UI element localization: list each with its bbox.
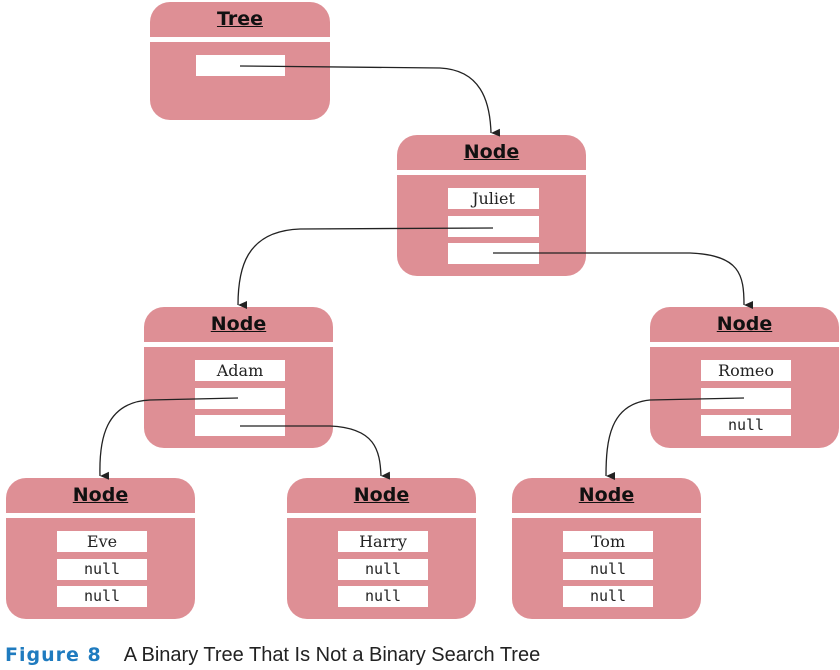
node-harry-right-null: null — [338, 586, 428, 607]
node-adam-right-field — [195, 415, 285, 436]
node-juliet-title: Node — [463, 141, 520, 163]
node-tom: Node Tom null null — [512, 478, 701, 619]
node-eve-left-null: null — [57, 559, 147, 580]
tree-root-field — [196, 55, 285, 76]
node-harry-data: Harry — [338, 531, 428, 552]
node-juliet-left-field — [448, 216, 539, 237]
node-tom-data: Tom — [563, 531, 653, 552]
node-romeo-right-null: null — [701, 415, 791, 436]
node-romeo-title: Node — [716, 313, 773, 335]
node-eve-data: Eve — [57, 531, 147, 552]
node-juliet-data: Juliet — [448, 188, 539, 209]
node-juliet-right-field — [448, 243, 539, 264]
node-adam-data: Adam — [195, 360, 285, 381]
figure-label: Figure 8 — [5, 644, 102, 666]
figure-caption: Figure 8 A Binary Tree That Is Not a Bina… — [5, 644, 540, 667]
node-adam-divider — [144, 342, 333, 347]
node-harry: Node Harry null null — [287, 478, 476, 619]
node-juliet: Node Juliet — [397, 135, 586, 276]
node-harry-left-null: null — [338, 559, 428, 580]
tree-object: Tree — [150, 2, 330, 120]
node-romeo-data: Romeo — [701, 360, 791, 381]
tree-title: Tree — [216, 8, 263, 30]
node-harry-title: Node — [353, 484, 410, 506]
node-adam-title: Node — [210, 313, 267, 335]
node-juliet-divider — [397, 170, 586, 175]
node-adam-left-field — [195, 388, 285, 409]
node-harry-divider — [287, 513, 476, 518]
node-eve: Node Eve null null — [6, 478, 195, 619]
node-tom-title: Node — [578, 484, 635, 506]
node-romeo-left-field — [701, 388, 791, 409]
node-eve-title: Node — [72, 484, 129, 506]
figure-caption-text: A Binary Tree That Is Not a Binary Searc… — [123, 644, 541, 666]
node-eve-divider — [6, 513, 195, 518]
node-romeo-divider — [650, 342, 839, 347]
tree-divider — [150, 37, 330, 42]
node-tom-right-null: null — [563, 586, 653, 607]
node-adam: Node Adam — [144, 307, 333, 448]
node-eve-right-null: null — [57, 586, 147, 607]
node-romeo: Node Romeo null — [650, 307, 839, 448]
node-tom-left-null: null — [563, 559, 653, 580]
node-tom-divider — [512, 513, 701, 518]
